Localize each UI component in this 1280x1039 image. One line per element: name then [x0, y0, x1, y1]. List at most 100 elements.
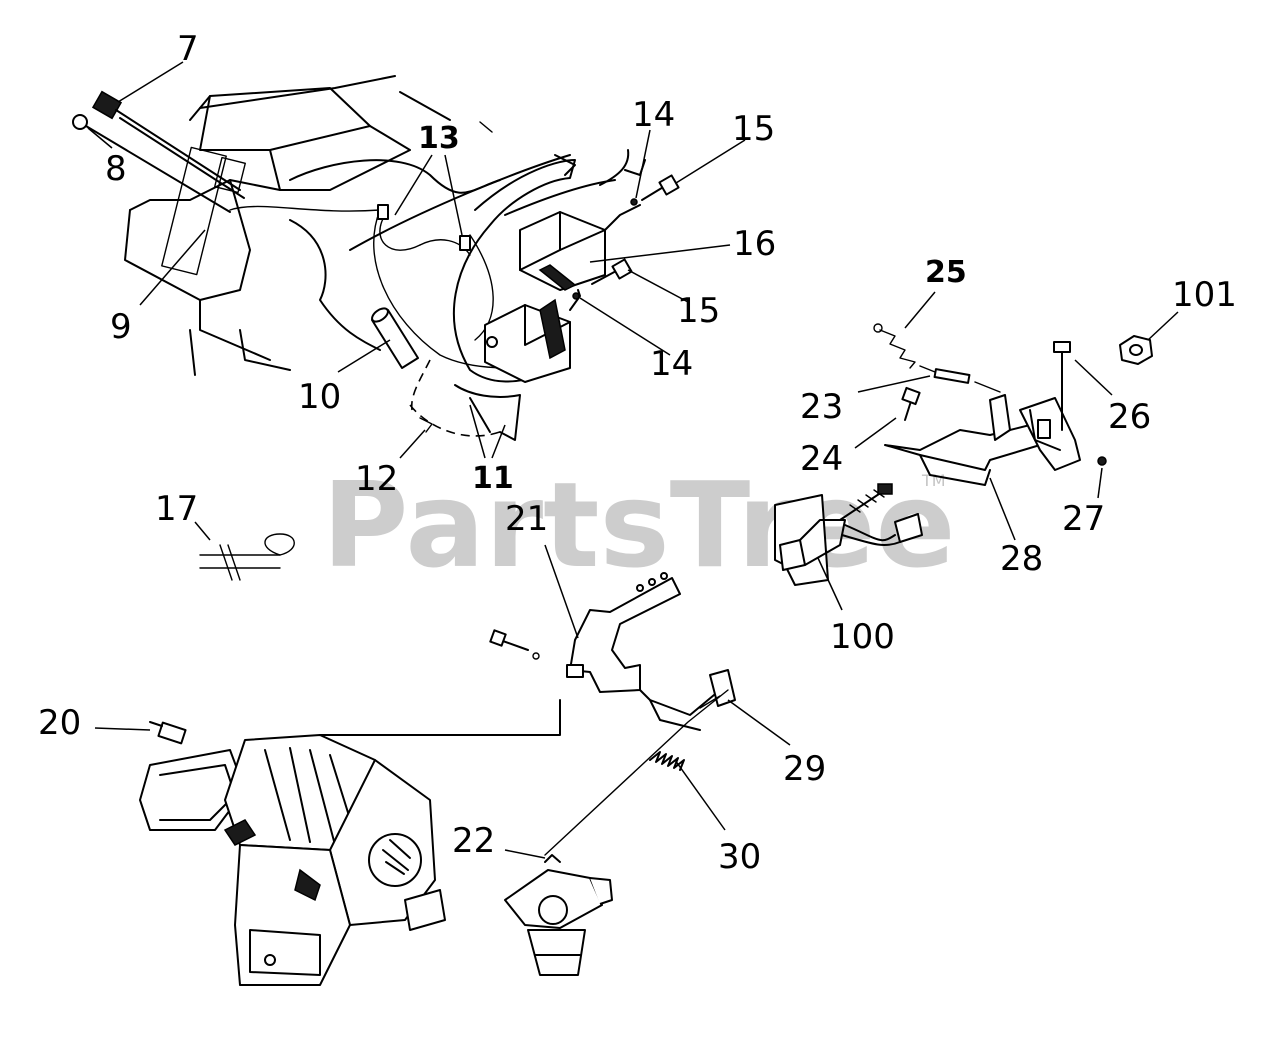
leader-11 — [469, 404, 506, 459]
washer-14b — [572, 292, 580, 300]
carburetor — [504, 854, 613, 976]
leader-10 — [337, 339, 391, 373]
shroud-top — [199, 87, 371, 151]
leader-30 — [674, 759, 726, 831]
nut-101-hole — [1129, 344, 1143, 356]
wire-terminal-2 — [459, 235, 471, 251]
decal-panel — [161, 146, 227, 276]
screw-21-shank — [499, 639, 529, 651]
bracket-28-slot — [1037, 419, 1051, 439]
screw-24-head — [901, 386, 921, 406]
wire-dashed-1 — [409, 404, 506, 437]
leader-20 — [94, 727, 151, 731]
shroud-edge-upper — [399, 91, 451, 121]
callout-29: 29 — [783, 749, 826, 789]
shroud-panel — [199, 179, 251, 301]
callout-labels: 7 8 9 10 11 12 13 14 14 15 15 16 17 20 2… — [38, 29, 1237, 877]
blower-outline — [289, 219, 381, 351]
bracket-21-lower — [649, 699, 701, 731]
flywheel-coil — [382, 839, 411, 875]
washer-14 — [630, 198, 638, 206]
tube-end — [371, 307, 389, 323]
ignition-module-lower — [484, 289, 581, 383]
screw-15-head — [658, 174, 680, 196]
drain-plug — [264, 954, 276, 966]
spacer-tube — [371, 307, 419, 369]
shroud-leg-1 — [189, 329, 196, 376]
spark-plug — [149, 721, 187, 745]
callout-30: 30 — [718, 837, 761, 877]
callout-20: 20 — [38, 703, 81, 743]
module-lower-lam — [539, 298, 566, 360]
leader-12 — [399, 429, 426, 459]
control-bracket — [317, 572, 736, 756]
callout-24: 24 — [800, 439, 843, 479]
wiring-harness — [229, 204, 561, 437]
engine-block — [139, 734, 446, 986]
switch-plunger — [839, 489, 886, 521]
fasteners-upper — [572, 174, 680, 300]
blower-tip — [554, 154, 576, 176]
engine-detail — [294, 868, 321, 902]
blower-inner-curve — [504, 179, 616, 216]
callout-100: 100 — [830, 617, 895, 657]
module-upper-wire — [599, 149, 630, 186]
screw-15b-head — [611, 258, 633, 280]
module-lower-terminal — [486, 336, 498, 348]
cable-upper — [115, 109, 241, 191]
screw-21-head — [489, 629, 507, 647]
bracket-28-plate-edge — [1029, 409, 1061, 451]
nut-27 — [1097, 456, 1107, 466]
leader-101 — [1147, 311, 1179, 341]
leader-25 — [904, 291, 936, 329]
clip-12 — [419, 417, 433, 433]
engine-detail-2 — [223, 819, 257, 846]
shroud-tick — [479, 121, 493, 133]
rod-29-link — [699, 695, 721, 709]
oil-pan — [249, 929, 321, 976]
cable-lower — [85, 125, 231, 213]
pin-23 — [933, 368, 971, 384]
callout-21: 21 — [505, 499, 548, 539]
watermark-trademark: TM — [921, 471, 946, 490]
shroud-curve — [289, 159, 501, 194]
watermark-text: PartsTree — [322, 456, 956, 594]
callout-27: 27 — [1062, 499, 1105, 539]
leader-15b — [627, 269, 689, 303]
pin-23-axis — [919, 365, 1001, 393]
leader-24 — [854, 417, 897, 449]
leader-21 — [544, 544, 579, 639]
bracket-28-fold — [919, 454, 991, 486]
blower-curve-outer — [452, 159, 576, 383]
leader-9 — [139, 229, 206, 306]
screw-15-shank — [641, 185, 666, 201]
wire-loop-4 — [469, 234, 494, 341]
callout-12: 12 — [355, 459, 398, 499]
leader-16 — [589, 244, 731, 263]
wire-terminal-1 — [377, 204, 389, 220]
callout-23: 23 — [800, 387, 843, 427]
shroud-top-edge — [199, 75, 396, 109]
shroud-side — [129, 179, 281, 211]
callout-10: 10 — [298, 377, 341, 417]
callout-28: 28 — [1000, 539, 1043, 579]
leader-14a — [635, 129, 651, 199]
switch-wire-1 — [844, 524, 896, 542]
callout-8: 8 — [105, 149, 127, 189]
leader-22 — [504, 849, 546, 859]
blower-lower-flap — [454, 384, 521, 441]
callout-14-bottom: 14 — [650, 344, 693, 384]
callout-9: 9 — [110, 307, 132, 347]
leader-14b — [579, 297, 671, 356]
switch-spring — [849, 489, 885, 513]
leader-15a — [675, 139, 746, 184]
callout-17: 17 — [155, 489, 198, 529]
bracket-hole-2 — [648, 578, 656, 586]
carb-flange — [589, 877, 613, 905]
spring-25-hook — [873, 323, 883, 333]
engine-shroud-group — [124, 75, 571, 376]
leader-7 — [117, 61, 184, 103]
shroud-back — [349, 154, 571, 251]
shroud-leg-2 — [239, 329, 291, 371]
